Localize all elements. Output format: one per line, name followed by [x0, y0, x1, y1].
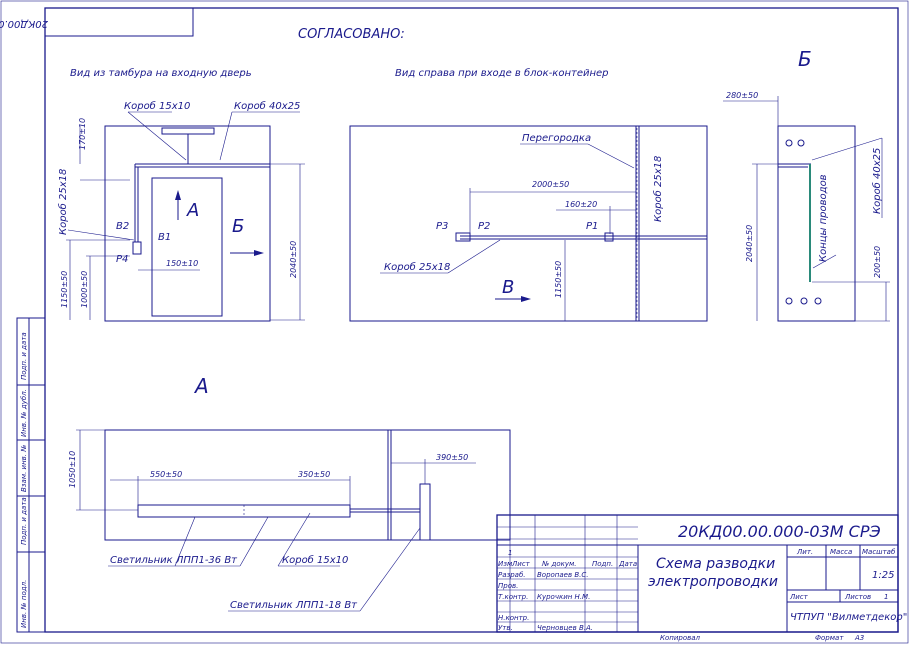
view2-title: Вид справа при входе в блок-контейнер	[395, 67, 609, 79]
view1-arrow-a: А	[186, 200, 199, 221]
tb-role-razrab: Разраб.	[498, 571, 526, 579]
tb-name-tkontr: Курочкин Н.М.	[537, 593, 590, 601]
tb-copied: Копировал	[660, 634, 701, 642]
view4-dim-390: 390±50	[436, 453, 468, 462]
tb-name-razrab: Воропаев В.С.	[537, 571, 588, 579]
view3-dim-2040: 2040±50	[745, 225, 754, 262]
view3-dim-200: 200±50	[873, 246, 882, 278]
view4-lamp-18-label: Светильник ЛПП1-18 Вт	[230, 600, 358, 611]
view2-socket-p1	[604, 232, 614, 242]
view4-ceiling	[104, 429, 511, 541]
tb-format-value: А3	[854, 634, 864, 642]
view1-switch	[132, 241, 142, 255]
view1-dim-p4: Р4	[116, 254, 128, 265]
view2-dim-1150: 1150±50	[554, 261, 563, 298]
side-stamp-vzam-inv: Взам. инв. №	[20, 444, 28, 492]
view1-title: Вид из тамбура на входную дверь	[70, 67, 252, 79]
view1-dim-b2: В2	[116, 221, 129, 232]
tb-col-doc: № докум.	[541, 560, 577, 568]
view1-dim-1000: 1000±50	[80, 271, 89, 308]
view4-lamp-36-label: Светильник ЛПП1-36 Вт	[110, 555, 238, 566]
view2-socket-p3	[455, 232, 471, 242]
side-stamp-inv-podl: Инв. № подл.	[20, 580, 28, 628]
view1-dim-b1: В1	[158, 232, 171, 243]
view2-p3: Р3	[436, 221, 448, 232]
tb-name-utv: Черновцев В.А.	[537, 624, 593, 632]
view2-arrow-v: В	[502, 277, 514, 298]
tb-role-prov: Пров.	[498, 582, 518, 590]
tb-role-nkontr: Н.контр.	[498, 614, 529, 622]
tb-col-podp: Подп.	[592, 560, 613, 568]
view1-top-duct	[161, 127, 215, 135]
view2-korob-25x18-h: Короб 25х18	[384, 261, 450, 273]
tb-designation: 20КД00.00.000-03М СРЭ	[678, 522, 881, 541]
tb-sheet: Лист	[789, 593, 809, 601]
view2-partition: Перегородка	[522, 133, 591, 144]
tb-rev: 1	[508, 549, 512, 557]
view1-wall	[104, 125, 271, 322]
view4-lamp-18	[419, 483, 431, 541]
view4-title: А	[193, 374, 209, 398]
view3-title: Б	[798, 47, 812, 71]
view3-korob-40x25: Короб 40х25	[871, 148, 883, 214]
view2-p1: Р1	[586, 221, 598, 232]
view1-dim-2040: 2040±50	[289, 241, 298, 278]
view1-door	[151, 177, 223, 317]
tb-doc-title-1: Схема разводки	[656, 556, 775, 572]
view1-korob-25x18: Короб 25х18	[57, 169, 69, 235]
view4-dim-1050: 1050±10	[68, 451, 77, 488]
view1-korob-15x10: Короб 15х10	[124, 100, 190, 112]
tb-company: ЧТПУП "Вилметдекор"	[790, 612, 907, 623]
tb-sheets-value: 1	[884, 593, 888, 601]
approved-label: СОГЛАСОВАНО:	[298, 27, 405, 42]
tb-scale-value: 1:25	[872, 570, 894, 581]
side-stamp-inv-dubl: Инв. № дубл.	[20, 389, 28, 437]
view3-dim-280: 280±50	[726, 91, 758, 100]
tb-mass: Масса	[830, 548, 852, 556]
view2-korob-25x18-v: Короб 25х18	[652, 156, 664, 222]
view2-wall	[349, 125, 708, 322]
tb-sheets: Листов	[844, 593, 871, 601]
tb-role-tkontr: Т.контр.	[498, 593, 528, 601]
tb-role-utv: Утв.	[498, 624, 513, 632]
tb-col-izm: Изм	[498, 560, 513, 568]
view1-arrow-b: Б	[232, 216, 244, 237]
tb-format: Формат	[815, 634, 844, 642]
title-block: 20КД00.00.000-03М СРЭ 1 Изм Лист № докум…	[496, 514, 907, 633]
top-stamp-box	[44, 7, 194, 37]
view3-wall	[777, 125, 856, 322]
tb-scale: Масштаб	[862, 548, 896, 556]
view1-korob-40x25: Короб 40х25	[234, 100, 300, 112]
side-stamp: Инв. № подл. Подп. и дата Взам. инв. № И…	[16, 317, 46, 633]
view2-dim-2000: 2000±50	[532, 180, 569, 189]
side-stamp-podp-data-2: Подп. и дата	[20, 332, 28, 380]
view4-dim-350: 350±50	[298, 470, 330, 479]
view1-dim-170: 170±10	[78, 118, 87, 150]
view1-dim-1150: 1150±50	[60, 271, 69, 308]
top-stamp-text: 20КД00.00.000-03М СРЭ	[0, 18, 48, 29]
side-stamp-podp-data-1: Подп. и дата	[20, 497, 28, 545]
view3-wire-ends: Концы проводов	[818, 174, 829, 262]
tb-lit: Лит.	[796, 548, 813, 556]
view4-korob-15x10-label: Короб 15х10	[282, 554, 348, 566]
view2-dim-160: 160±20	[565, 200, 597, 209]
view1-dim-150: 150±10	[166, 259, 198, 268]
tb-col-list: Лист	[511, 560, 531, 568]
view2-p2: Р2	[478, 221, 490, 232]
tb-doc-title-2: электропроводки	[648, 574, 778, 590]
view4-dim-550: 550±50	[150, 470, 182, 479]
tb-col-date: Дата	[618, 560, 637, 568]
